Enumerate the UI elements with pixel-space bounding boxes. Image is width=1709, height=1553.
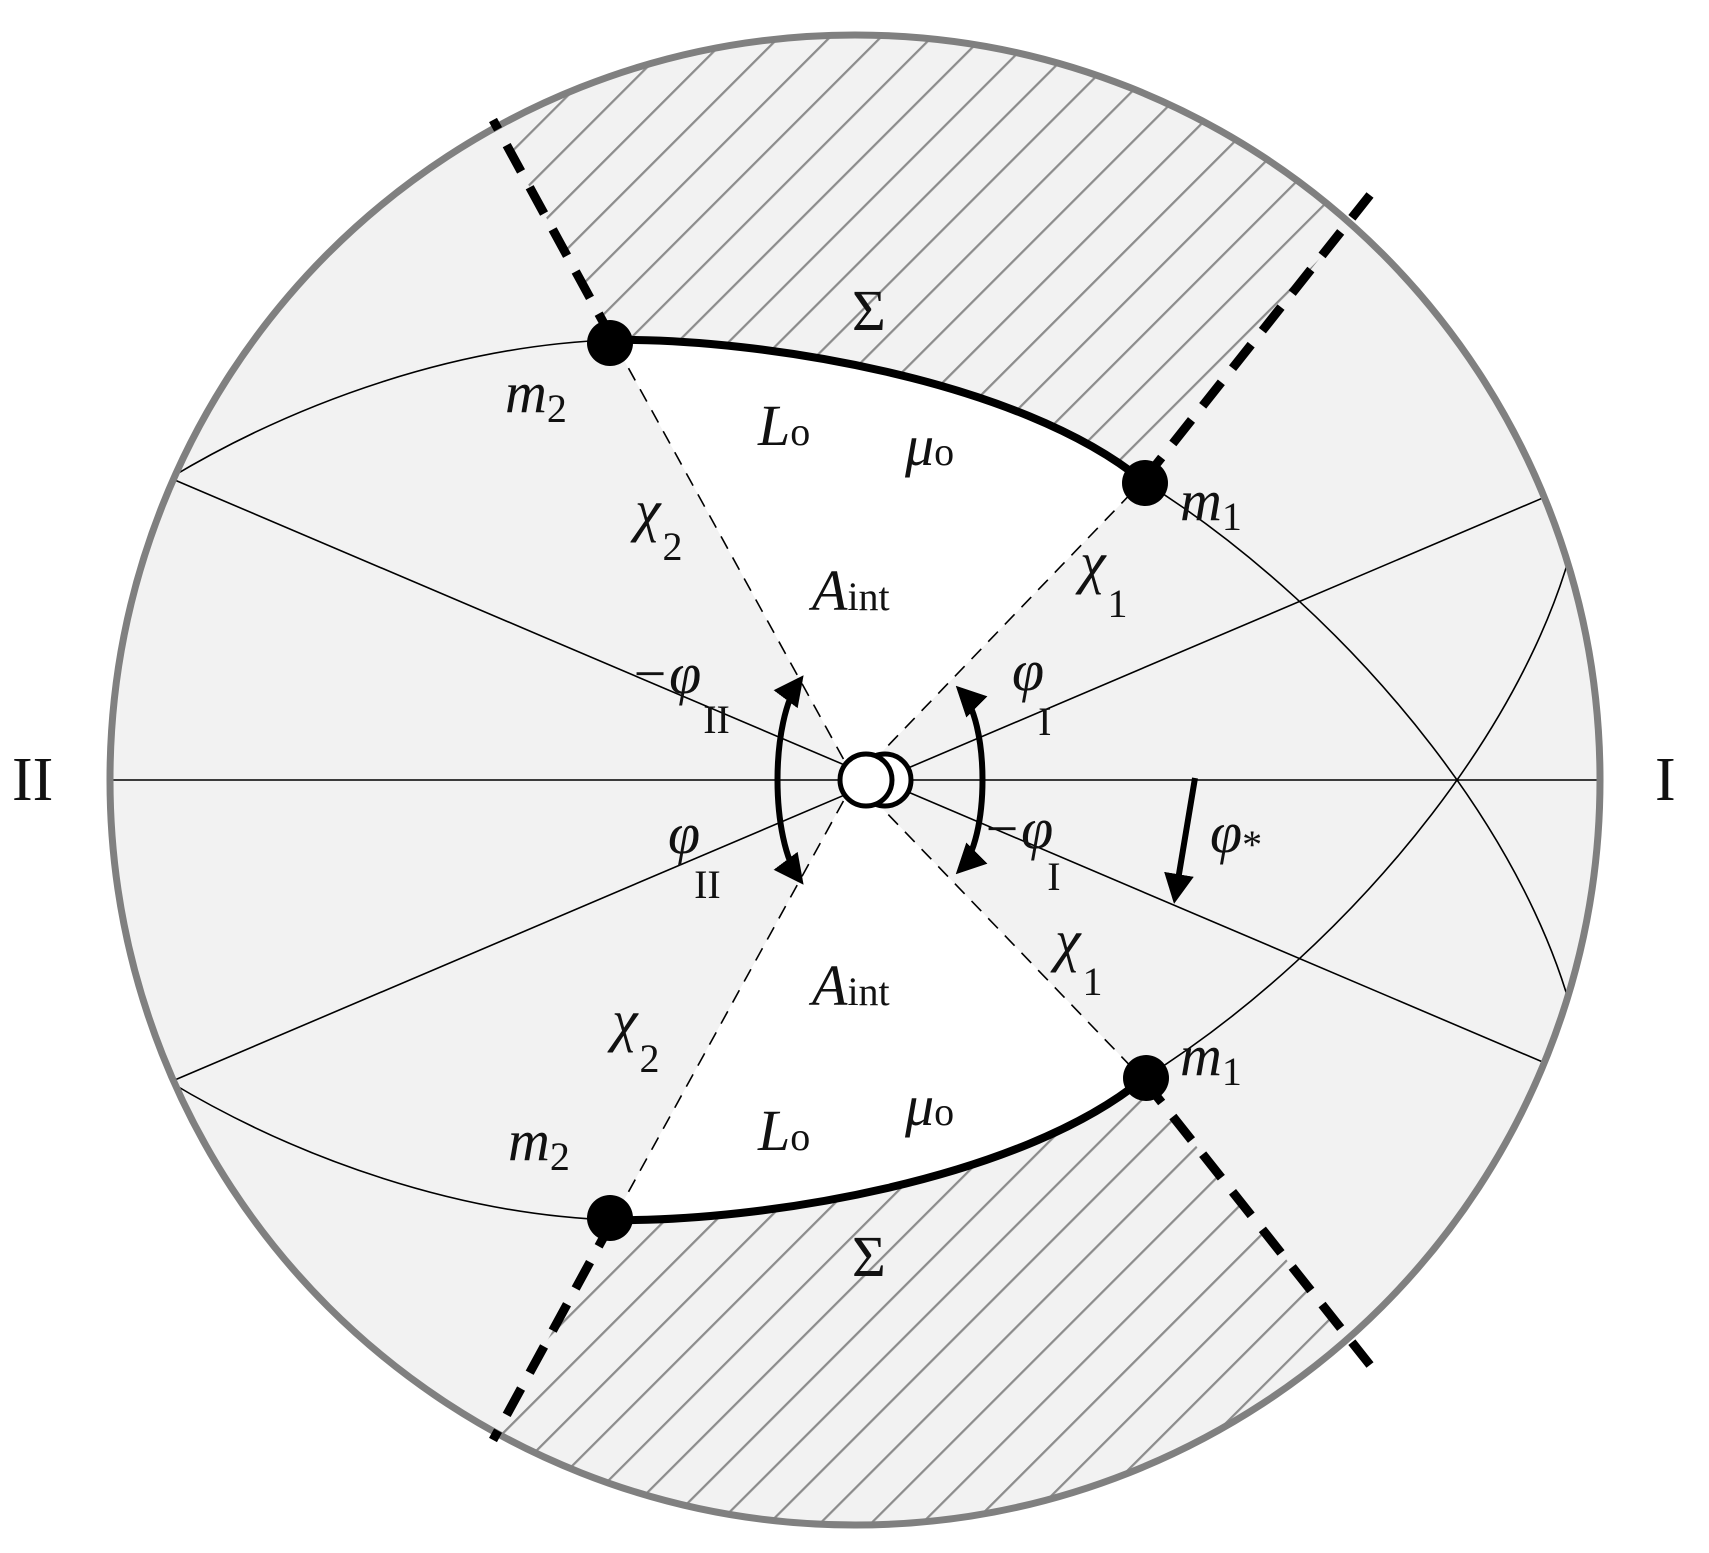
upper-white-region <box>613 339 1143 780</box>
sigma-label-upper: Σ <box>852 278 886 343</box>
label-m2-upper: m2 <box>505 360 567 431</box>
center-symbol <box>837 751 914 809</box>
lower-hatched-region <box>493 1079 1370 1525</box>
upper-hatched-region <box>493 35 1370 481</box>
label-chi2-upper: χ2 <box>630 478 683 569</box>
label-muo-lower: μo <box>904 1073 954 1138</box>
region-label-II: II <box>12 746 53 814</box>
mass-point-m1-upper <box>1122 460 1168 506</box>
outer-circle <box>106 31 1604 1529</box>
dashed-rays <box>612 339 1144 1221</box>
label-muo-upper: μo <box>904 413 954 478</box>
label-Aint-upper: Aint <box>808 558 890 623</box>
label-Aint-lower: Aint <box>808 953 890 1018</box>
label-m1-upper: m1 <box>1180 468 1242 539</box>
label-chi2-lower: χ2 <box>607 988 660 1081</box>
label-minus-phi-II: −φII <box>630 641 730 742</box>
sigma-curve-upper <box>612 335 1146 485</box>
mass-point-m2-upper <box>587 320 633 366</box>
angle-arrows <box>773 675 1198 904</box>
sigma-curve-lower <box>612 1075 1146 1225</box>
label-Lo-lower: Lo <box>757 1098 810 1163</box>
region-label-I: I <box>1655 746 1676 814</box>
label-chi1-lower: χ1 <box>1050 908 1103 1004</box>
label-Lo-upper: Lo <box>757 393 810 458</box>
thick-dashed-boundaries <box>489 117 1374 1443</box>
label-phi-star: φ* <box>1210 800 1262 867</box>
lower-white-region <box>613 780 1143 1221</box>
label-m2-lower: m2 <box>508 1108 570 1179</box>
mass-point-m1-lower <box>1123 1055 1169 1101</box>
sigma-label-lower: Σ <box>852 1224 886 1289</box>
mass-point-m2-lower <box>587 1195 633 1241</box>
label-m1-lower: m1 <box>1180 1023 1242 1094</box>
label-chi1-upper: χ1 <box>1075 530 1128 626</box>
